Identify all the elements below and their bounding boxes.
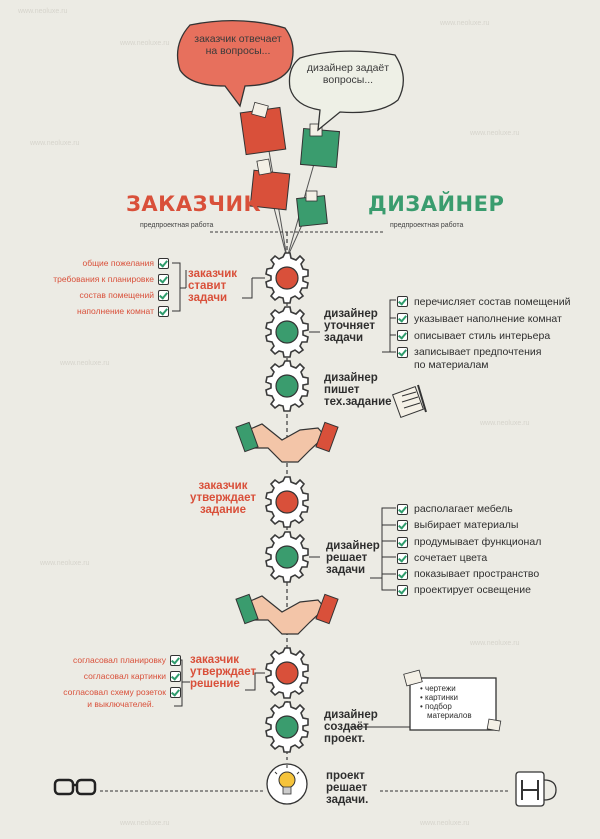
check-icon xyxy=(158,274,169,285)
watermark: www.neoluxe.ru xyxy=(30,140,80,147)
watermark: www.neoluxe.ru xyxy=(18,8,68,15)
gear-2 xyxy=(265,306,309,358)
check-icon xyxy=(397,585,408,596)
pre-project-label-left: предпроектная работа xyxy=(140,222,214,229)
check-icon xyxy=(170,687,181,698)
handshake-icon-2 xyxy=(235,593,339,635)
bracket-designer-clarifies xyxy=(309,299,396,353)
bracket-customer-tasks xyxy=(172,262,265,312)
pre-project-label-right: предпроектная работа xyxy=(390,222,464,229)
project-doc-item: • картинки xyxy=(420,693,458,702)
designer-solve-item: располагает мебель xyxy=(414,503,513,515)
designer-bubble xyxy=(288,50,404,132)
designer-clarify-item: записывает предпочтения xyxy=(414,346,542,358)
step-6-label: заказчик утверждает решение xyxy=(190,654,257,690)
watermark: www.neoluxe.ru xyxy=(470,640,520,647)
designer-solve-item: проектирует освещение xyxy=(414,584,531,596)
designer-clarify-item: по материалам xyxy=(414,359,489,371)
customer-bubble xyxy=(176,20,294,108)
check-icon xyxy=(397,553,408,564)
gear-6 xyxy=(265,647,309,699)
designer-bubble-text: дизайнер задаёт вопросы... xyxy=(306,62,390,86)
project-doc-item: материалов xyxy=(427,711,472,720)
customer-heading: ЗАКАЗЧИК xyxy=(126,192,262,216)
watermark: www.neoluxe.ru xyxy=(40,560,90,567)
customer-task-item: наполнение комнат xyxy=(77,306,154,316)
watermark: www.neoluxe.ru xyxy=(470,130,520,137)
designer-clarify-item: перечисляет состав помещений xyxy=(414,296,571,308)
watermark: www.neoluxe.ru xyxy=(480,420,530,427)
step-8-label: проект решает задачи. xyxy=(326,770,369,806)
check-icon xyxy=(158,258,169,269)
designer-heading: ДИЗАЙНЕР xyxy=(368,192,505,216)
gear-7 xyxy=(265,701,309,753)
watermark: www.neoluxe.ru xyxy=(440,20,490,27)
watermark: www.neoluxe.ru xyxy=(420,820,470,827)
gear-5 xyxy=(265,531,309,583)
step-5-label: дизайнер решает задачи xyxy=(326,540,380,576)
designer-clarify-item: указывает наполнение комнат xyxy=(414,313,562,325)
designer-solve-item: продумывает функционал xyxy=(414,536,542,548)
check-icon xyxy=(397,504,408,515)
step-1-label: заказчик ставит задачи xyxy=(188,268,238,304)
check-icon xyxy=(397,537,408,548)
step-2-label: дизайнер уточняет задачи xyxy=(324,308,378,344)
glasses-icon xyxy=(53,778,97,796)
mug-icon xyxy=(515,771,557,807)
project-docs-list: • чертежи • картинки • подбор материалов xyxy=(420,684,472,720)
designer-clarify-item: описывает стиль интерьера xyxy=(414,330,551,342)
bracket-designer-solves xyxy=(309,507,396,591)
customer-task-item: общие пожелания xyxy=(82,258,154,268)
watermark: www.neoluxe.ru xyxy=(120,40,170,47)
handshake-icon-1 xyxy=(235,421,339,463)
project-board-icon xyxy=(350,669,502,732)
customer-approve-item: и выключателей. xyxy=(87,699,154,709)
gear-1 xyxy=(265,252,309,304)
check-icon xyxy=(397,347,408,358)
check-icon xyxy=(397,313,408,324)
check-icon xyxy=(158,306,169,317)
customer-bubble-text: заказчик отвечает на вопросы... xyxy=(194,33,282,57)
gear-3 xyxy=(265,360,309,412)
designer-solve-item: сочетает цвета xyxy=(414,552,488,564)
check-icon xyxy=(397,296,408,307)
watermark: www.neoluxe.ru xyxy=(60,360,110,367)
customer-approve-item: согласовал схему розеток xyxy=(63,687,166,697)
project-doc-item: • подбор xyxy=(420,702,452,711)
tech-spec-icon xyxy=(391,384,427,419)
project-doc-item: • чертежи xyxy=(420,684,456,693)
lightbulb-icon xyxy=(266,763,308,805)
designer-solve-item: показывает пространство xyxy=(414,568,540,580)
check-icon xyxy=(397,520,408,531)
check-icon xyxy=(170,655,181,666)
check-icon xyxy=(397,330,408,341)
check-icon xyxy=(170,671,181,682)
check-icon xyxy=(158,290,169,301)
customer-approve-item: согласовал картинки xyxy=(83,671,166,681)
customer-approve-item: согласовал планировку xyxy=(73,655,166,665)
step-4-label: заказчик утверждает задание xyxy=(189,480,257,516)
step-7-label: дизайнер создаёт проект. xyxy=(324,709,378,745)
step-3-label: дизайнер пишет тех.задание xyxy=(324,372,392,408)
designer-solve-item: выбирает материалы xyxy=(414,519,519,531)
gear-4 xyxy=(265,476,309,528)
paper-notes xyxy=(239,101,341,259)
customer-task-item: состав помещений xyxy=(79,290,154,300)
check-icon xyxy=(397,569,408,580)
watermark: www.neoluxe.ru xyxy=(120,820,170,827)
customer-task-item: требования к планировке xyxy=(53,274,154,284)
